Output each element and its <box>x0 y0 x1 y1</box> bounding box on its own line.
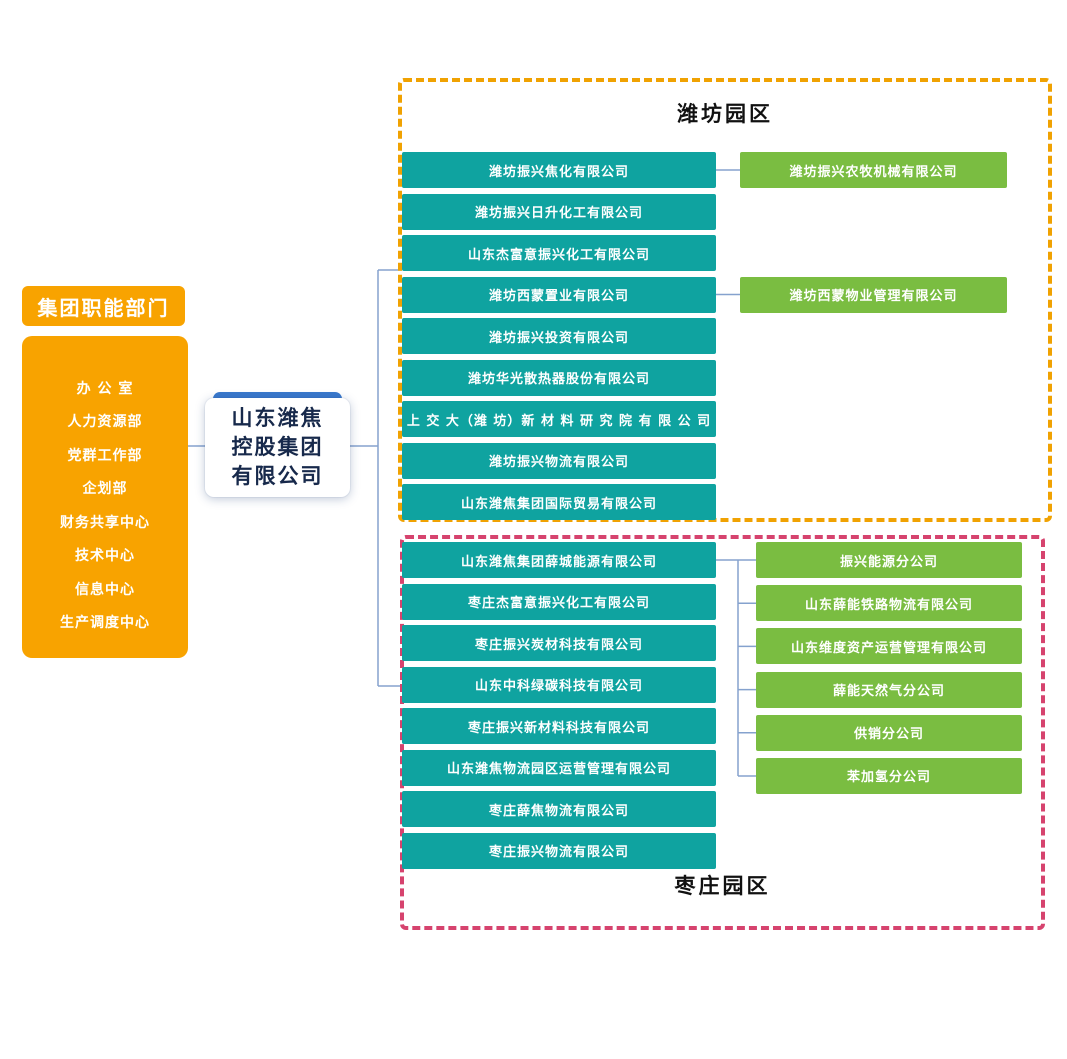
zaozhuang-company-node: 山东潍焦物流园区运营管理有限公司 <box>402 749 716 786</box>
departments-panel: 办 公 室 人力资源部 党群工作部 企划部 财务共享中心 技术中心 信息中心 生… <box>22 336 188 658</box>
zaozhuang-company-node: 枣庄振兴炭材科技有限公司 <box>402 625 716 661</box>
zaozhuang-company-stack: 山东潍焦集团薛城能源有限公司 枣庄杰富意振兴化工有限公司 枣庄振兴炭材科技有限公… <box>402 542 716 869</box>
weifang-company-stack: 潍坊振兴焦化有限公司 潍坊振兴日升化工有限公司 山东杰富意振兴化工有限公司 潍坊… <box>402 152 716 520</box>
zaozhuang-company-node: 山东中科绿碳科技有限公司 <box>402 666 716 703</box>
weifang-company-node: 山东杰富意振兴化工有限公司 <box>402 235 716 271</box>
weifang-company-node: 潍坊西蒙置业有限公司 <box>402 276 716 313</box>
zaozhuang-branch-node: 供销分公司 <box>756 714 1022 751</box>
zaozhuang-branch-node: 山东维度资产运营管理有限公司 <box>756 628 1022 665</box>
department-item: 党群工作部 <box>67 447 143 464</box>
department-item: 办 公 室 <box>76 381 134 397</box>
root-company-card: 山东潍焦 控股集团 有限公司 <box>205 392 350 497</box>
zaozhuang-branch-node: 薛能天然气分公司 <box>756 671 1022 708</box>
weifang-affiliate-node: 潍坊西蒙物业管理有限公司 <box>740 276 1007 313</box>
department-item: 生产调度中心 <box>60 614 150 631</box>
weifang-park-label: 潍坊园区 <box>677 102 773 126</box>
zaozhuang-company-node: 山东潍焦集团薛城能源有限公司 <box>402 542 716 578</box>
weifang-company-node: 潍坊振兴物流有限公司 <box>402 442 716 479</box>
zaozhuang-branch-node: 苯加氢分公司 <box>756 757 1022 794</box>
zaozhuang-branch-node: 振兴能源分公司 <box>756 542 1022 578</box>
zaozhuang-company-node: 枣庄振兴新材料科技有限公司 <box>402 708 716 744</box>
weifang-company-node: 上 交 大（潍 坊）新 材 料 研 究 院 有 限 公 司 <box>402 401 716 437</box>
root-card-body: 山东潍焦 控股集团 有限公司 <box>205 398 350 497</box>
zaozhuang-company-node: 枣庄振兴物流有限公司 <box>402 832 716 869</box>
weifang-company-node: 山东潍焦集团国际贸易有限公司 <box>402 484 716 520</box>
weifang-affiliate-node: 潍坊振兴农牧机械有限公司 <box>740 152 1007 188</box>
weifang-company-node: 潍坊振兴焦化有限公司 <box>402 152 716 188</box>
weifang-company-node: 潍坊华光散热器股份有限公司 <box>402 359 716 396</box>
zaozhuang-company-node: 枣庄薛焦物流有限公司 <box>402 791 716 827</box>
zaozhuang-branch-node: 山东薛能铁路物流有限公司 <box>756 585 1022 622</box>
departments-header: 集团职能部门 <box>22 286 185 326</box>
department-item: 人力资源部 <box>67 414 143 431</box>
root-company-name-line: 山东潍焦 <box>231 406 324 430</box>
zaozhuang-park-label: 枣庄园区 <box>674 874 771 898</box>
department-item: 财务共享中心 <box>60 514 150 531</box>
department-item: 技术中心 <box>75 548 135 565</box>
zaozhuang-company-node: 枣庄杰富意振兴化工有限公司 <box>402 583 716 620</box>
weifang-company-node: 潍坊振兴投资有限公司 <box>402 318 716 354</box>
weifang-park-frame: 潍坊园区 <box>398 78 1052 522</box>
weifang-company-node: 潍坊振兴日升化工有限公司 <box>402 193 716 230</box>
root-company-name-line: 有限公司 <box>231 464 324 488</box>
department-item: 信息中心 <box>75 581 135 598</box>
zaozhuang-branch-stack: 振兴能源分公司 山东薛能铁路物流有限公司 山东维度资产运营管理有限公司 薛能天然… <box>756 542 1022 794</box>
department-item: 企划部 <box>82 481 128 498</box>
root-company-name-line: 控股集团 <box>231 435 324 459</box>
